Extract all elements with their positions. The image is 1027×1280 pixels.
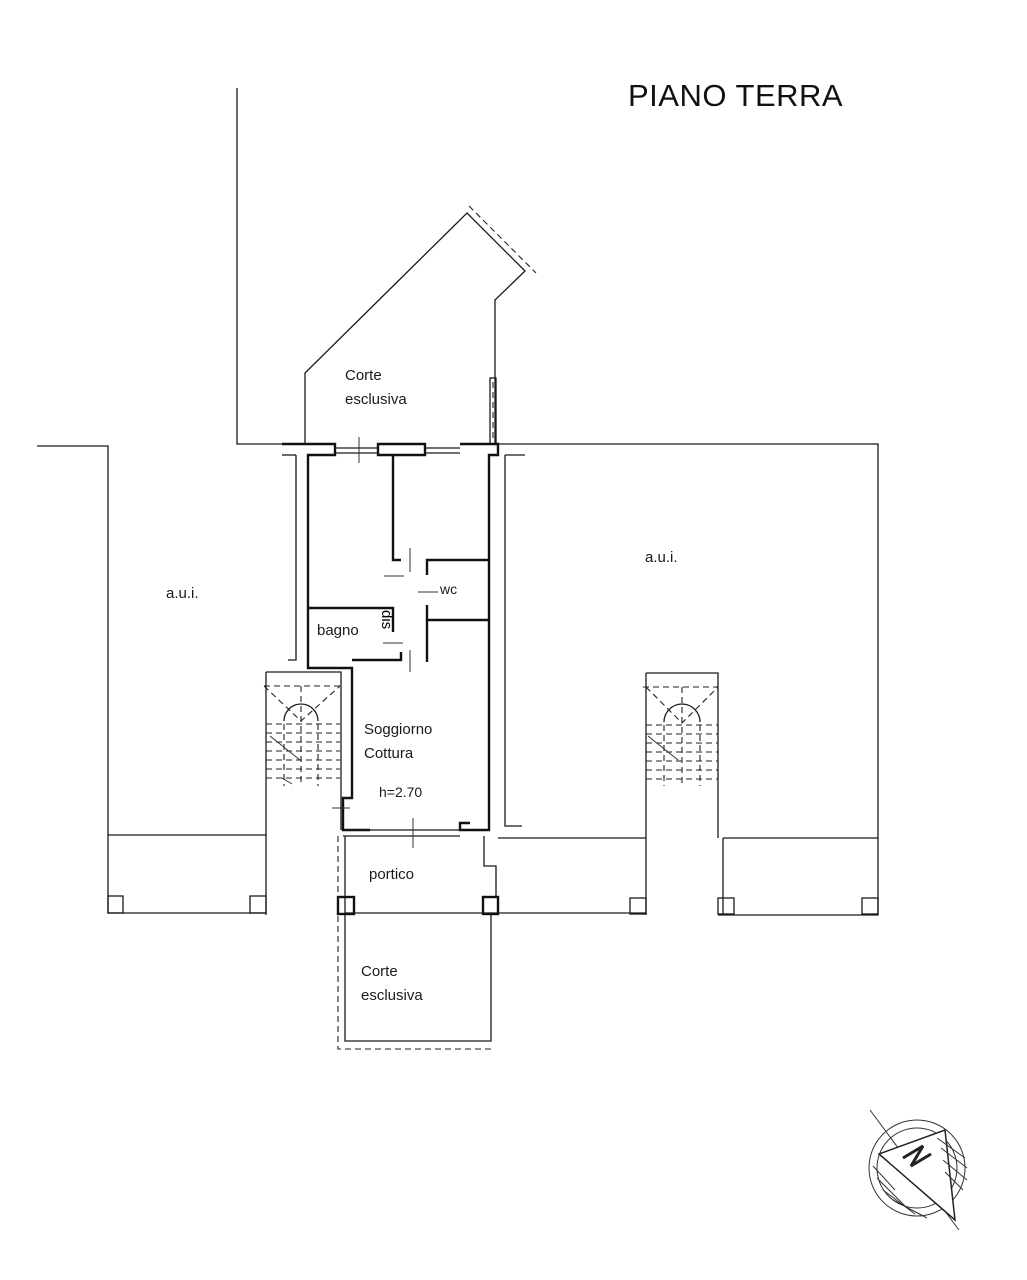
page-title: PIANO TERRA: [628, 78, 844, 113]
room-label-corte-south: Corte esclusiva: [361, 960, 423, 1008]
room-label-soggiorno: Soggiorno Cottura: [364, 718, 432, 766]
north-arrow-icon: [868, 1109, 968, 1231]
corte-north-outline: [304, 205, 537, 445]
staircase-right: [643, 672, 719, 915]
room-label-aui-left: a.u.i.: [166, 585, 199, 602]
lower-bays: [107, 834, 879, 916]
portico-outline: [336, 836, 500, 916]
room-label-line: Soggiorno: [364, 721, 433, 738]
room-label-corte-north: Corte esclusiva: [345, 364, 407, 412]
room-label-line: Cottura: [364, 745, 414, 762]
interior-walls: [308, 455, 489, 672]
room-label-line: esclusiva: [345, 391, 407, 408]
house-walls: [282, 437, 525, 848]
room-label-portico: portico: [369, 866, 415, 883]
room-label-wc: wc: [440, 581, 458, 597]
room-label-line: esclusiva: [361, 987, 423, 1004]
room-label-bagno: bagno: [317, 622, 359, 639]
room-height-label: h=2.70: [379, 784, 423, 800]
staircase-left: [263, 671, 342, 915]
room-label-aui-right: a.u.i.: [645, 549, 678, 566]
room-label-line: Corte: [345, 367, 382, 384]
room-label-dis: dis: [378, 610, 395, 630]
room-label-line: Corte: [361, 963, 398, 980]
corte-south-outline: [337, 836, 493, 1050]
property-boundary: [37, 88, 879, 838]
